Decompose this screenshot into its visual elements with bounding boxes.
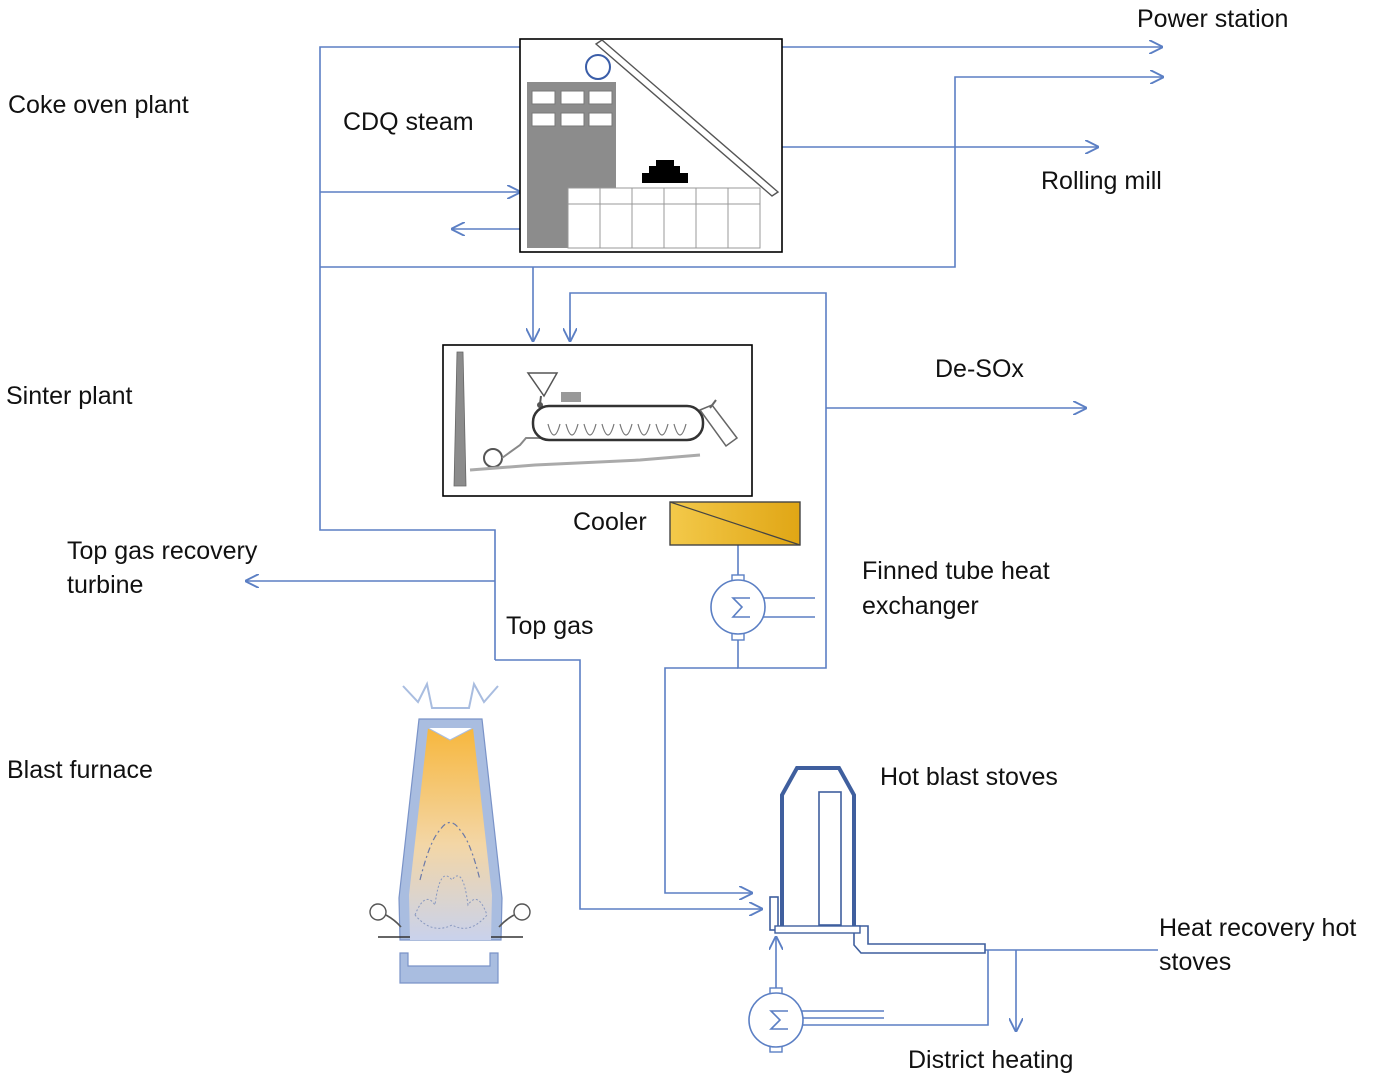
cooler-icon: [669, 501, 801, 546]
finned-tube-label-line1: Finned tube heat: [862, 557, 1050, 585]
hot-blast-stove-icon: [769, 766, 986, 954]
coke-oven-plant-label: Coke oven plant: [8, 91, 189, 119]
district-exchanger-icon: [748, 987, 804, 1053]
bottom-exchanger-loop: [776, 950, 989, 1026]
blast-furnace-icon: [369, 680, 531, 984]
hot-blast-stoves-label: Hot blast stoves: [880, 763, 1058, 791]
de-sox-label: De-SOx: [935, 355, 1024, 383]
finned-tube-exchanger-icon: [710, 574, 766, 641]
top-gas-recovery-label-line2: turbine: [67, 571, 144, 599]
rolling-mill-label: Rolling mill: [1041, 167, 1162, 195]
district-heating-label: District heating: [908, 1046, 1074, 1074]
cooler-label: Cooler: [573, 508, 647, 536]
top-gas-label: Top gas: [506, 612, 594, 640]
blast-furnace-label: Blast furnace: [7, 756, 153, 784]
power-station-label: Power station: [1137, 5, 1289, 33]
top-gas-recovery-label-line1: Top gas recovery: [67, 537, 258, 565]
left-trunk-line: [319, 46, 520, 660]
sinter-plant-icon: [442, 344, 753, 497]
exchanger-to-stoves-line: [664, 667, 752, 893]
cdq-steam-label: CDQ steam: [343, 108, 474, 136]
finned-tube-label-line2: exchanger: [862, 592, 979, 620]
top-gas-to-stoves-line: [495, 659, 762, 909]
flow-lines: [246, 47, 1163, 1031]
coke-return-line: [320, 77, 1163, 268]
sinter-loop-line: [569, 292, 827, 669]
heat-recovery-label-line2: stoves: [1159, 948, 1232, 976]
sinter-plant-label: Sinter plant: [6, 382, 133, 410]
heat-recovery-label-line1: Heat recovery hot: [1159, 914, 1357, 942]
coke-oven-plant-icon: [519, 38, 783, 253]
